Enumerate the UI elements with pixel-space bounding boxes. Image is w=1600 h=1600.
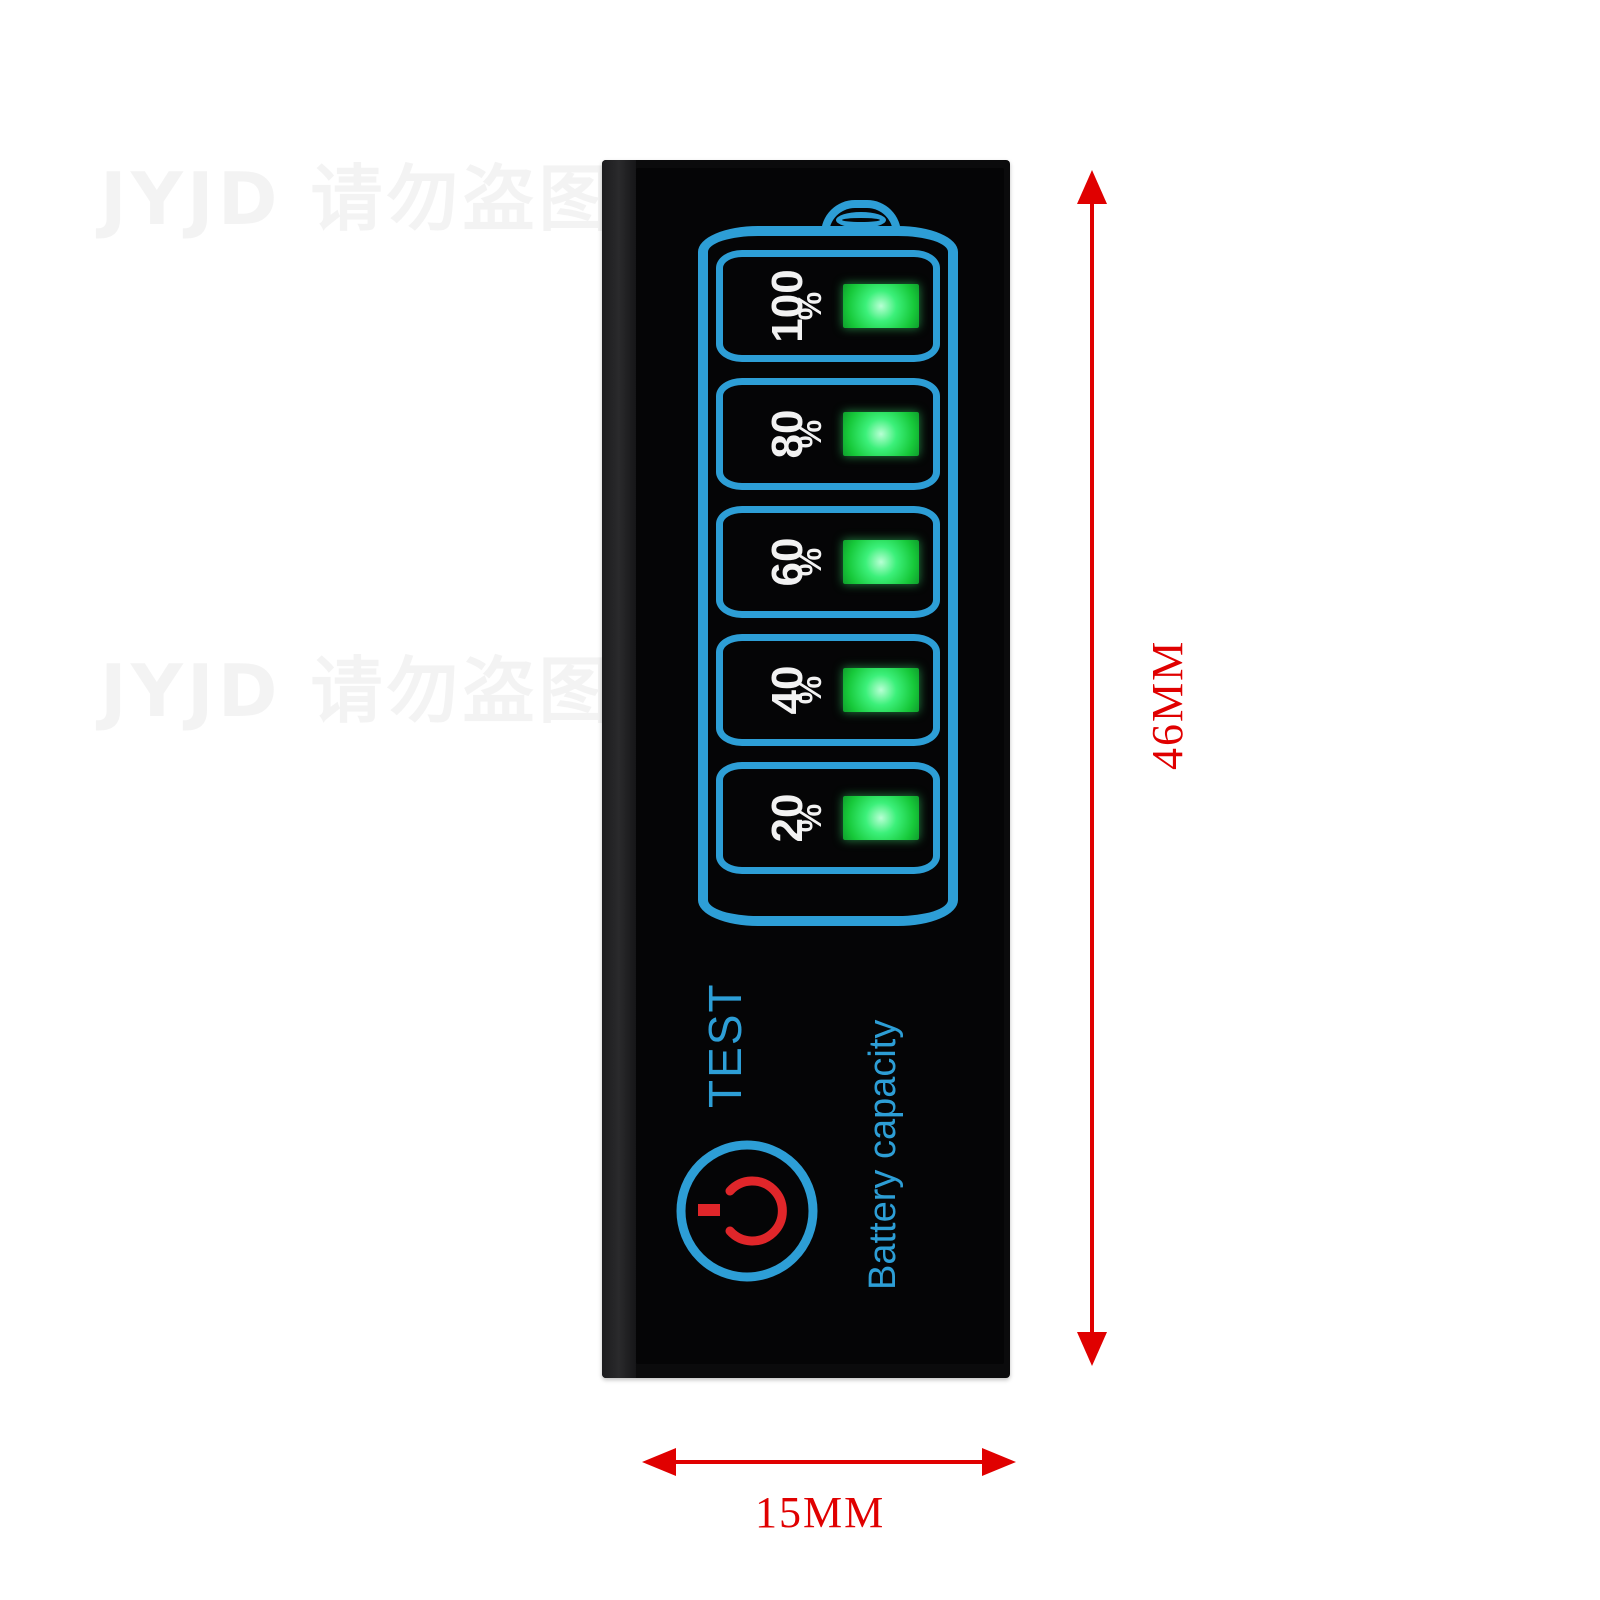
- percent-sign: %: [792, 803, 829, 833]
- power-symbol-arc: [725, 1176, 787, 1246]
- battery-outline-icon: [698, 226, 958, 926]
- watermark: JYJD 请勿盗图: [100, 632, 615, 737]
- level-led: [843, 796, 919, 840]
- module-side-edge: [602, 160, 636, 1378]
- percent-sign: %: [792, 291, 829, 321]
- battery-terminal-icon: [821, 200, 901, 234]
- level-cell-60: 60 %: [716, 506, 940, 618]
- battery-capacity-label: Battery capacity: [862, 1019, 904, 1290]
- power-symbol-bar: [698, 1204, 720, 1216]
- level-cell-20: 20 %: [716, 762, 940, 874]
- level-led: [843, 668, 919, 712]
- width-arrow-left-icon: [642, 1448, 676, 1476]
- level-led: [843, 284, 919, 328]
- watermark: JYJD 请勿盗图: [100, 140, 615, 245]
- level-cell-100: 100 %: [716, 250, 940, 362]
- level-led: [843, 540, 919, 584]
- power-button-icon[interactable]: [672, 1136, 822, 1286]
- width-dimension-label: 15MM: [755, 1488, 886, 1537]
- module-face: 100 % 80 % 60 % 40 % 20 %: [636, 168, 1004, 1364]
- test-label: TEST: [699, 982, 751, 1108]
- height-arrow-bottom-icon: [1077, 1332, 1107, 1366]
- level-led: [843, 412, 919, 456]
- width-arrow-right-icon: [982, 1448, 1016, 1476]
- battery-indicator-module: 100 % 80 % 60 % 40 % 20 %: [602, 160, 1010, 1378]
- percent-sign: %: [792, 675, 829, 705]
- percent-sign: %: [792, 547, 829, 577]
- power-button-ring: [676, 1140, 818, 1282]
- height-arrow-top-icon: [1077, 170, 1107, 204]
- battery-terminal-ring-icon: [836, 212, 886, 228]
- percent-sign: %: [792, 419, 829, 449]
- height-dimension-label: 46MM: [1143, 639, 1192, 770]
- level-cell-80: 80 %: [716, 378, 940, 490]
- level-cell-40: 40 %: [716, 634, 940, 746]
